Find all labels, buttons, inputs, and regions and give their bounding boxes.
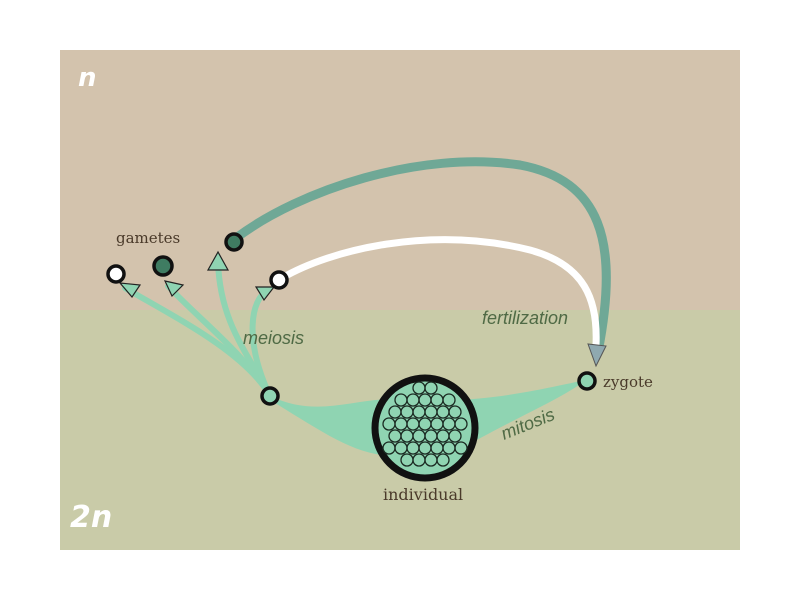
fertilization-arc-dark [231,157,611,357]
fertilization-arrowhead-icon [587,343,607,368]
individual-organism [371,374,479,482]
zygote-cell [577,371,597,391]
diploid-label: 2n [70,500,112,535]
cell-texture [454,417,468,431]
individual-label: individual [383,485,463,504]
arrowhead-icon [206,250,230,271]
gamete-dark-1 [152,255,174,277]
cell-texture [454,441,468,455]
gamete-white-2 [269,270,289,290]
meiocyte-cell [260,386,280,406]
cell-texture [442,393,456,407]
gamete-dark-2 [224,232,244,252]
zygote-label: zygote [603,373,653,391]
arrowhead-icon [163,280,185,298]
fertilization-arc-light [278,236,600,349]
cell-texture [424,381,438,395]
arrowhead-icon [118,282,142,298]
arrowhead-icon [254,286,276,302]
fertilization-label: fertilization [482,308,568,328]
gametes-label: gametes [116,229,180,247]
cell-texture [448,429,462,443]
gamete-white-1 [106,264,126,284]
cell-texture [448,405,462,419]
meiosis-label: meiosis [243,328,304,348]
cell-texture [436,453,450,467]
haploid-label: n [78,63,97,93]
